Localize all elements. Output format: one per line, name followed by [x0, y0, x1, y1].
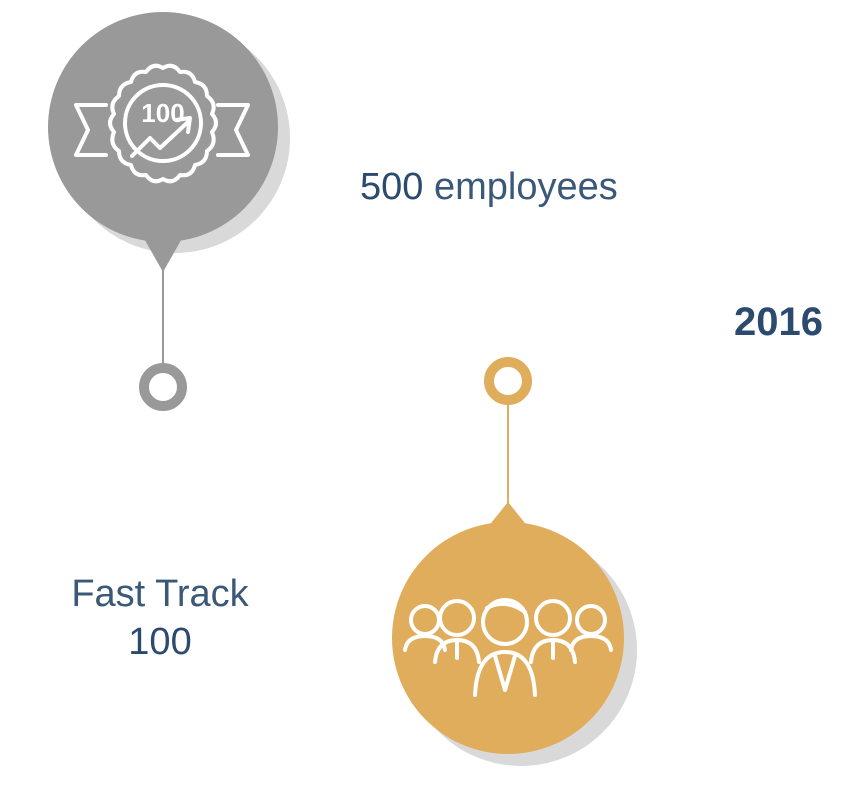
- employees-count-label: 500 employees: [360, 166, 618, 209]
- employees-number: 500: [360, 166, 424, 208]
- connector-line-left: [162, 268, 164, 364]
- milestone-badge-team: [392, 502, 637, 766]
- fasttrack-title: Fast Track: [71, 573, 249, 615]
- year-label: 2016: [734, 300, 823, 344]
- connector-line-right: [507, 404, 509, 504]
- team-people-icon: [403, 598, 613, 697]
- seal-number: 100: [141, 98, 184, 128]
- fasttrack-label: Fast Track 100: [40, 570, 280, 666]
- timeline-node-right: [484, 357, 532, 405]
- fasttrack-number: 100: [128, 621, 192, 663]
- milestone-badge-award: 100: [48, 12, 290, 272]
- timeline-node-left: [139, 363, 187, 411]
- employees-word: employees: [433, 166, 618, 208]
- award-seal-icon: [74, 63, 250, 184]
